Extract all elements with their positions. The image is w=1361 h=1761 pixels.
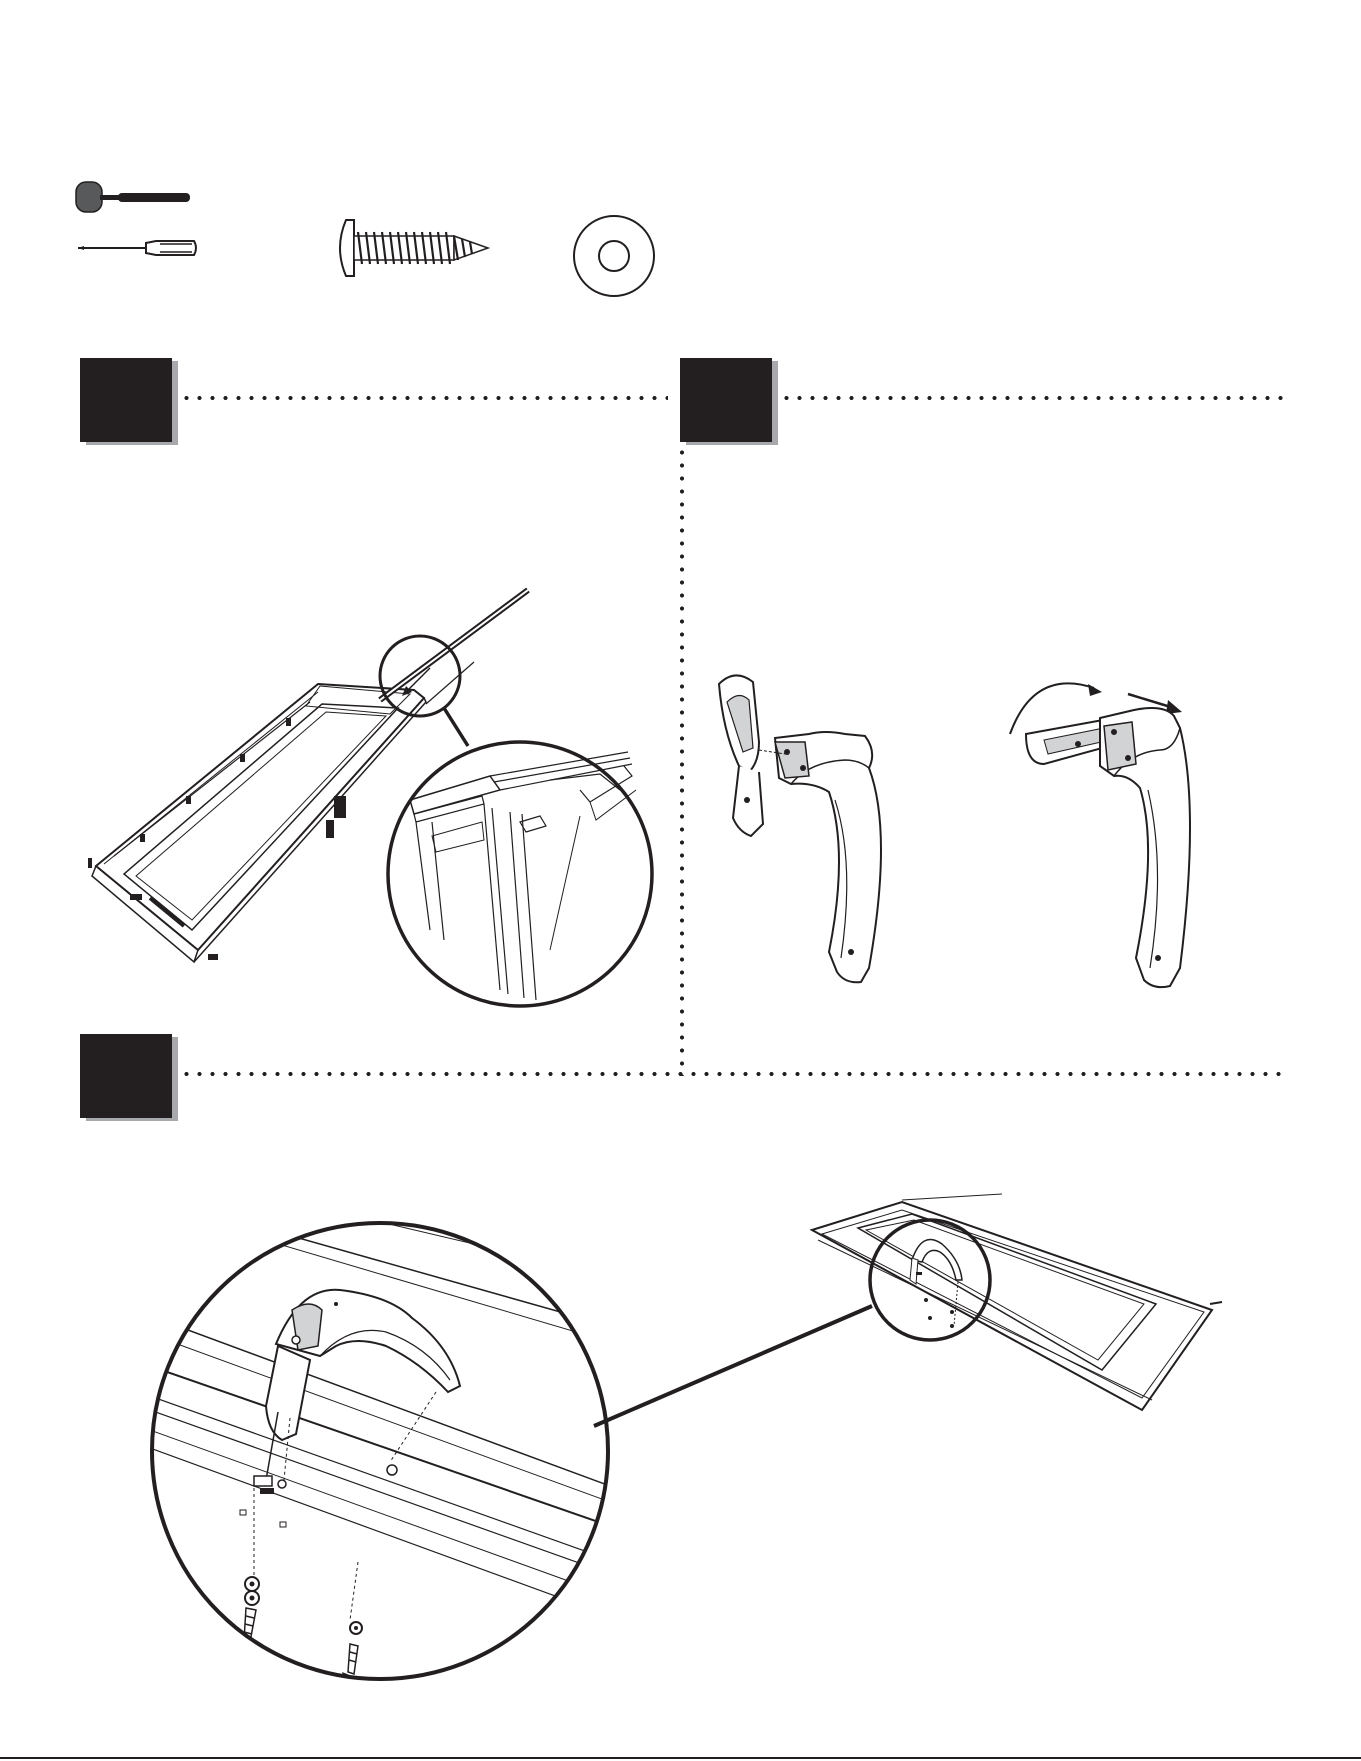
callout-leader-line xyxy=(590,1300,880,1430)
door-frame-rod-illustration xyxy=(80,590,680,1050)
washer-icon xyxy=(570,212,658,300)
screw-icon xyxy=(332,218,492,278)
rubber-mallet-icon xyxy=(74,178,194,218)
step-c-divider xyxy=(180,1072,1284,1076)
column-divider xyxy=(680,446,684,1076)
screwdriver-icon xyxy=(76,236,200,260)
handle-mounting-detail xyxy=(150,1196,610,1706)
footer-rule xyxy=(0,1757,1361,1759)
step-b-number xyxy=(680,358,772,442)
step-a-number xyxy=(80,358,172,442)
step-a-badge xyxy=(80,358,172,442)
step-a-divider xyxy=(180,396,668,400)
step-b-divider xyxy=(780,396,1284,400)
handle-latch-assembly-right xyxy=(1004,668,1244,998)
step-b-badge xyxy=(680,358,772,442)
handle-latch-assembly-left xyxy=(705,672,905,992)
